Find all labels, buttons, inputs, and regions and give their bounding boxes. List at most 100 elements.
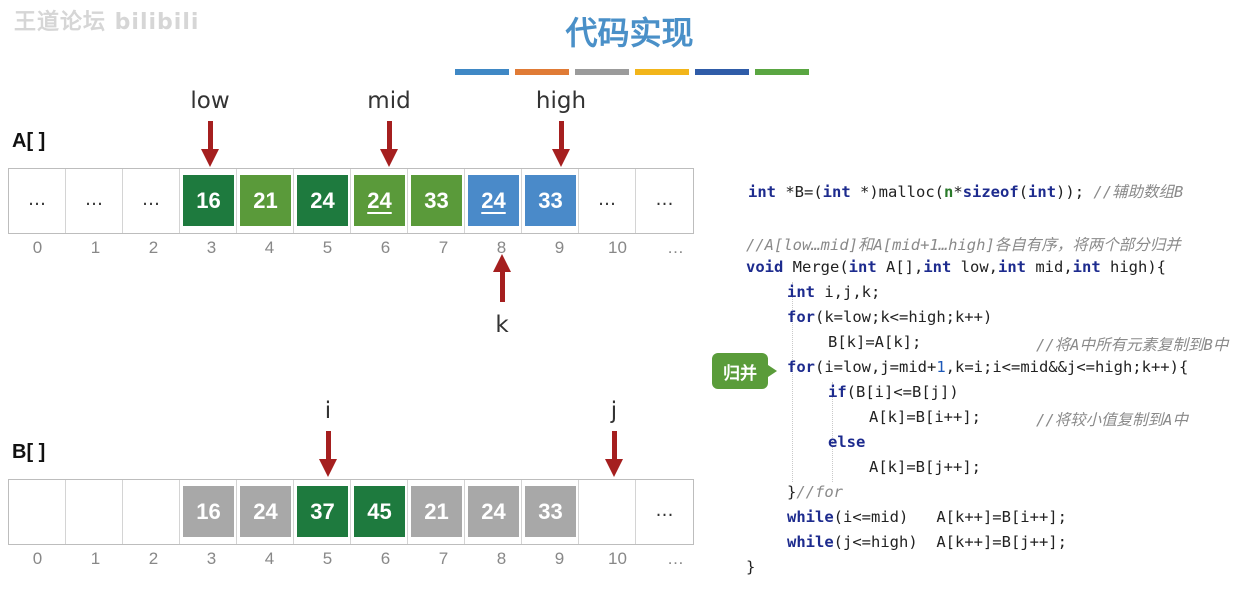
array-index: 6	[380, 549, 391, 568]
array-cell: 37	[294, 480, 351, 544]
indent-guide	[792, 282, 793, 482]
code-line-for2: for(i=low,j=mid+1,k=i;i<=mid&&j<=high;k+…	[787, 358, 1189, 376]
code-comment-line: //A[low…mid]和A[mid+1…high]各自有序，将两个部分归并	[746, 236, 1181, 254]
array-index: 0	[32, 549, 43, 568]
array-index: 8	[496, 238, 507, 257]
array-cell: 33	[522, 480, 579, 544]
cell-value: …	[28, 189, 46, 210]
array-cell: 24	[465, 169, 522, 233]
watermark: 王道论坛 bilibili	[14, 10, 200, 35]
cell-value: 37	[297, 486, 348, 537]
cell-value-text: 37	[310, 498, 335, 524]
array-index: 5	[322, 549, 333, 568]
cell-value-text: 33	[538, 498, 563, 524]
array-index: 1	[90, 549, 101, 568]
color-bar-segment	[455, 69, 509, 75]
cell-value-text: 16	[196, 187, 221, 213]
mid-label: mid	[367, 88, 411, 114]
array-cell: 16	[180, 480, 237, 544]
array-cell: …	[636, 169, 693, 233]
array-index: 10	[608, 549, 627, 568]
array-cell: 24	[351, 169, 408, 233]
cell-value: 33	[411, 175, 462, 226]
array-cell: 24	[294, 169, 351, 233]
array-cell: 16	[180, 169, 237, 233]
array-index: 2	[148, 549, 159, 568]
indent-guide	[832, 382, 833, 482]
code-line-copy: B[k]=A[k];	[828, 333, 922, 351]
cell-value-text: 24	[310, 187, 335, 213]
j-label: j	[610, 398, 618, 424]
array-index: 0	[32, 238, 43, 257]
cell-value-text: 21	[424, 498, 449, 524]
array-index: 4	[264, 238, 275, 257]
array-cell: 45	[351, 480, 408, 544]
array-index: 3	[206, 238, 217, 257]
cell-value: 33	[525, 175, 576, 226]
cell-value: 16	[183, 175, 234, 226]
array-index: …	[667, 549, 684, 568]
code-line-if: if(B[i]<=B[j])	[828, 383, 959, 401]
low-label: low	[190, 88, 230, 114]
array-a-label: A[ ]	[12, 130, 46, 152]
code-line-decl: int i,j,k;	[787, 283, 881, 301]
high-label: high	[535, 88, 587, 114]
array-index: 8	[496, 549, 507, 568]
array-index: 1	[90, 238, 101, 257]
cell-value-text: 21	[253, 187, 278, 213]
k-label: k	[495, 312, 509, 338]
array-b-label: B[ ]	[12, 441, 46, 463]
cell-value: 16	[183, 486, 234, 537]
cell-value-text: 33	[538, 187, 563, 213]
slide-title: 代码实现	[565, 14, 694, 52]
array-index: …	[667, 238, 684, 257]
cell-value: 21	[411, 486, 462, 537]
array-index: 6	[380, 238, 391, 257]
array-cell: 24	[465, 480, 522, 544]
cell-value: 24	[468, 175, 519, 226]
array-index: 7	[438, 549, 449, 568]
code-line-end-for: }//for	[787, 483, 844, 501]
array-cell	[66, 480, 123, 544]
cell-value-text: 45	[367, 498, 392, 524]
code-line-while1: while(i<=mid) A[k++]=B[i++];	[787, 508, 1067, 526]
cell-value: …	[655, 189, 674, 210]
array-cell: 33	[522, 169, 579, 233]
array-cell: 21	[408, 480, 465, 544]
cell-value: 21	[240, 175, 291, 226]
code-line-while2: while(j<=high) A[k++]=B[j++];	[787, 533, 1067, 551]
code-merge-signature: void Merge(int A[],int low,int mid,int h…	[746, 258, 1166, 276]
cell-value: 24	[240, 486, 291, 537]
array-cell: 33	[408, 169, 465, 233]
array-index: 9	[554, 238, 565, 257]
array-index: 9	[554, 549, 565, 568]
code-line-for1: for(k=low;k<=high;k++)	[787, 308, 993, 326]
cell-value: 24	[297, 175, 348, 226]
array-cell: …	[636, 480, 693, 544]
code-line-assign-j: A[k]=B[j++];	[869, 458, 981, 476]
code-alloc-line: int *B=(int *)malloc(n*sizeof(int)); //辅…	[748, 183, 1184, 201]
code-line-copy-comment: //将A中所有元素复制到B中	[1036, 336, 1229, 354]
cell-value-text: 24	[253, 498, 278, 524]
array-cell: …	[66, 169, 123, 233]
code-line-assign-i-comment: //将较小值复制到A中	[1036, 411, 1188, 429]
merge-badge: 归并	[712, 353, 777, 389]
cell-value: …	[655, 500, 674, 521]
array-index: 10	[608, 238, 627, 257]
array-index: 2	[148, 238, 159, 257]
cell-value: 45	[354, 486, 405, 537]
cell-value: …	[598, 189, 616, 210]
array-cell	[123, 480, 180, 544]
cell-value: 24	[354, 175, 405, 226]
cell-value: 33	[525, 486, 576, 537]
cell-value-text: 24	[481, 498, 506, 524]
code-line-else: else	[828, 433, 866, 451]
i-label: i	[324, 398, 332, 424]
cell-value-text: 24	[481, 187, 506, 213]
cell-value-text: 16	[196, 498, 221, 524]
array-cell: …	[9, 169, 66, 233]
code-line-assign-i: A[k]=B[i++];	[869, 408, 981, 426]
array-cell	[579, 480, 636, 544]
array-cell: …	[123, 169, 180, 233]
